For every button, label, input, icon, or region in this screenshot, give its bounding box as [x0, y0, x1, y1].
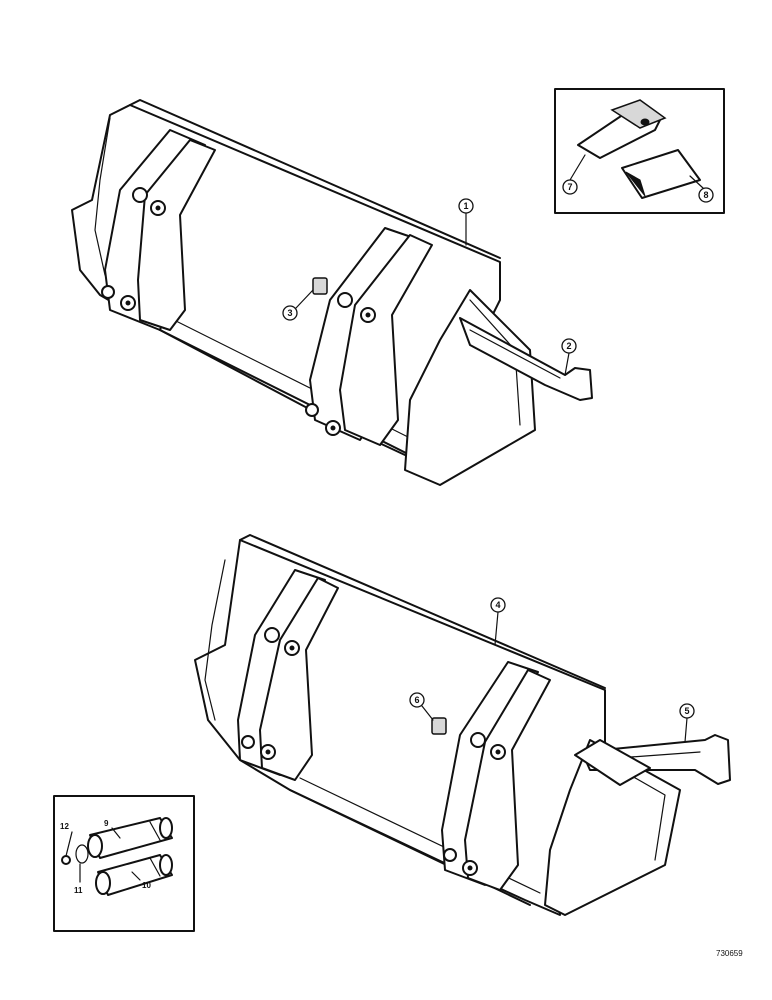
- label-9: 9: [104, 819, 109, 828]
- svg-text:8: 8: [703, 190, 708, 200]
- callout-4: 4: [490, 597, 506, 613]
- leader-lines: [295, 212, 688, 743]
- lower-bucket: [194, 534, 731, 916]
- svg-text:6: 6: [414, 695, 419, 705]
- label-12: 12: [60, 822, 69, 831]
- svg-text:4: 4: [495, 600, 500, 610]
- svg-text:7: 7: [567, 182, 572, 192]
- callout-8: 8: [698, 187, 714, 203]
- callout-6: 6: [409, 692, 425, 708]
- pin-detail-box: [53, 795, 195, 932]
- callout-3: 3: [282, 305, 298, 321]
- figure-reference: 730659: [716, 949, 743, 958]
- label-11: 11: [74, 886, 83, 895]
- teeth-detail-box: [554, 88, 725, 214]
- label-10: 10: [142, 881, 151, 890]
- callout-5: 5: [679, 703, 695, 719]
- callout-1: 1: [458, 198, 474, 214]
- svg-text:3: 3: [287, 308, 292, 318]
- upper-bucket: [71, 99, 593, 486]
- callout-7: 7: [562, 179, 578, 195]
- svg-text:5: 5: [684, 706, 689, 716]
- callout-2: 2: [561, 338, 577, 354]
- svg-text:1: 1: [463, 201, 468, 211]
- svg-text:2: 2: [566, 341, 571, 351]
